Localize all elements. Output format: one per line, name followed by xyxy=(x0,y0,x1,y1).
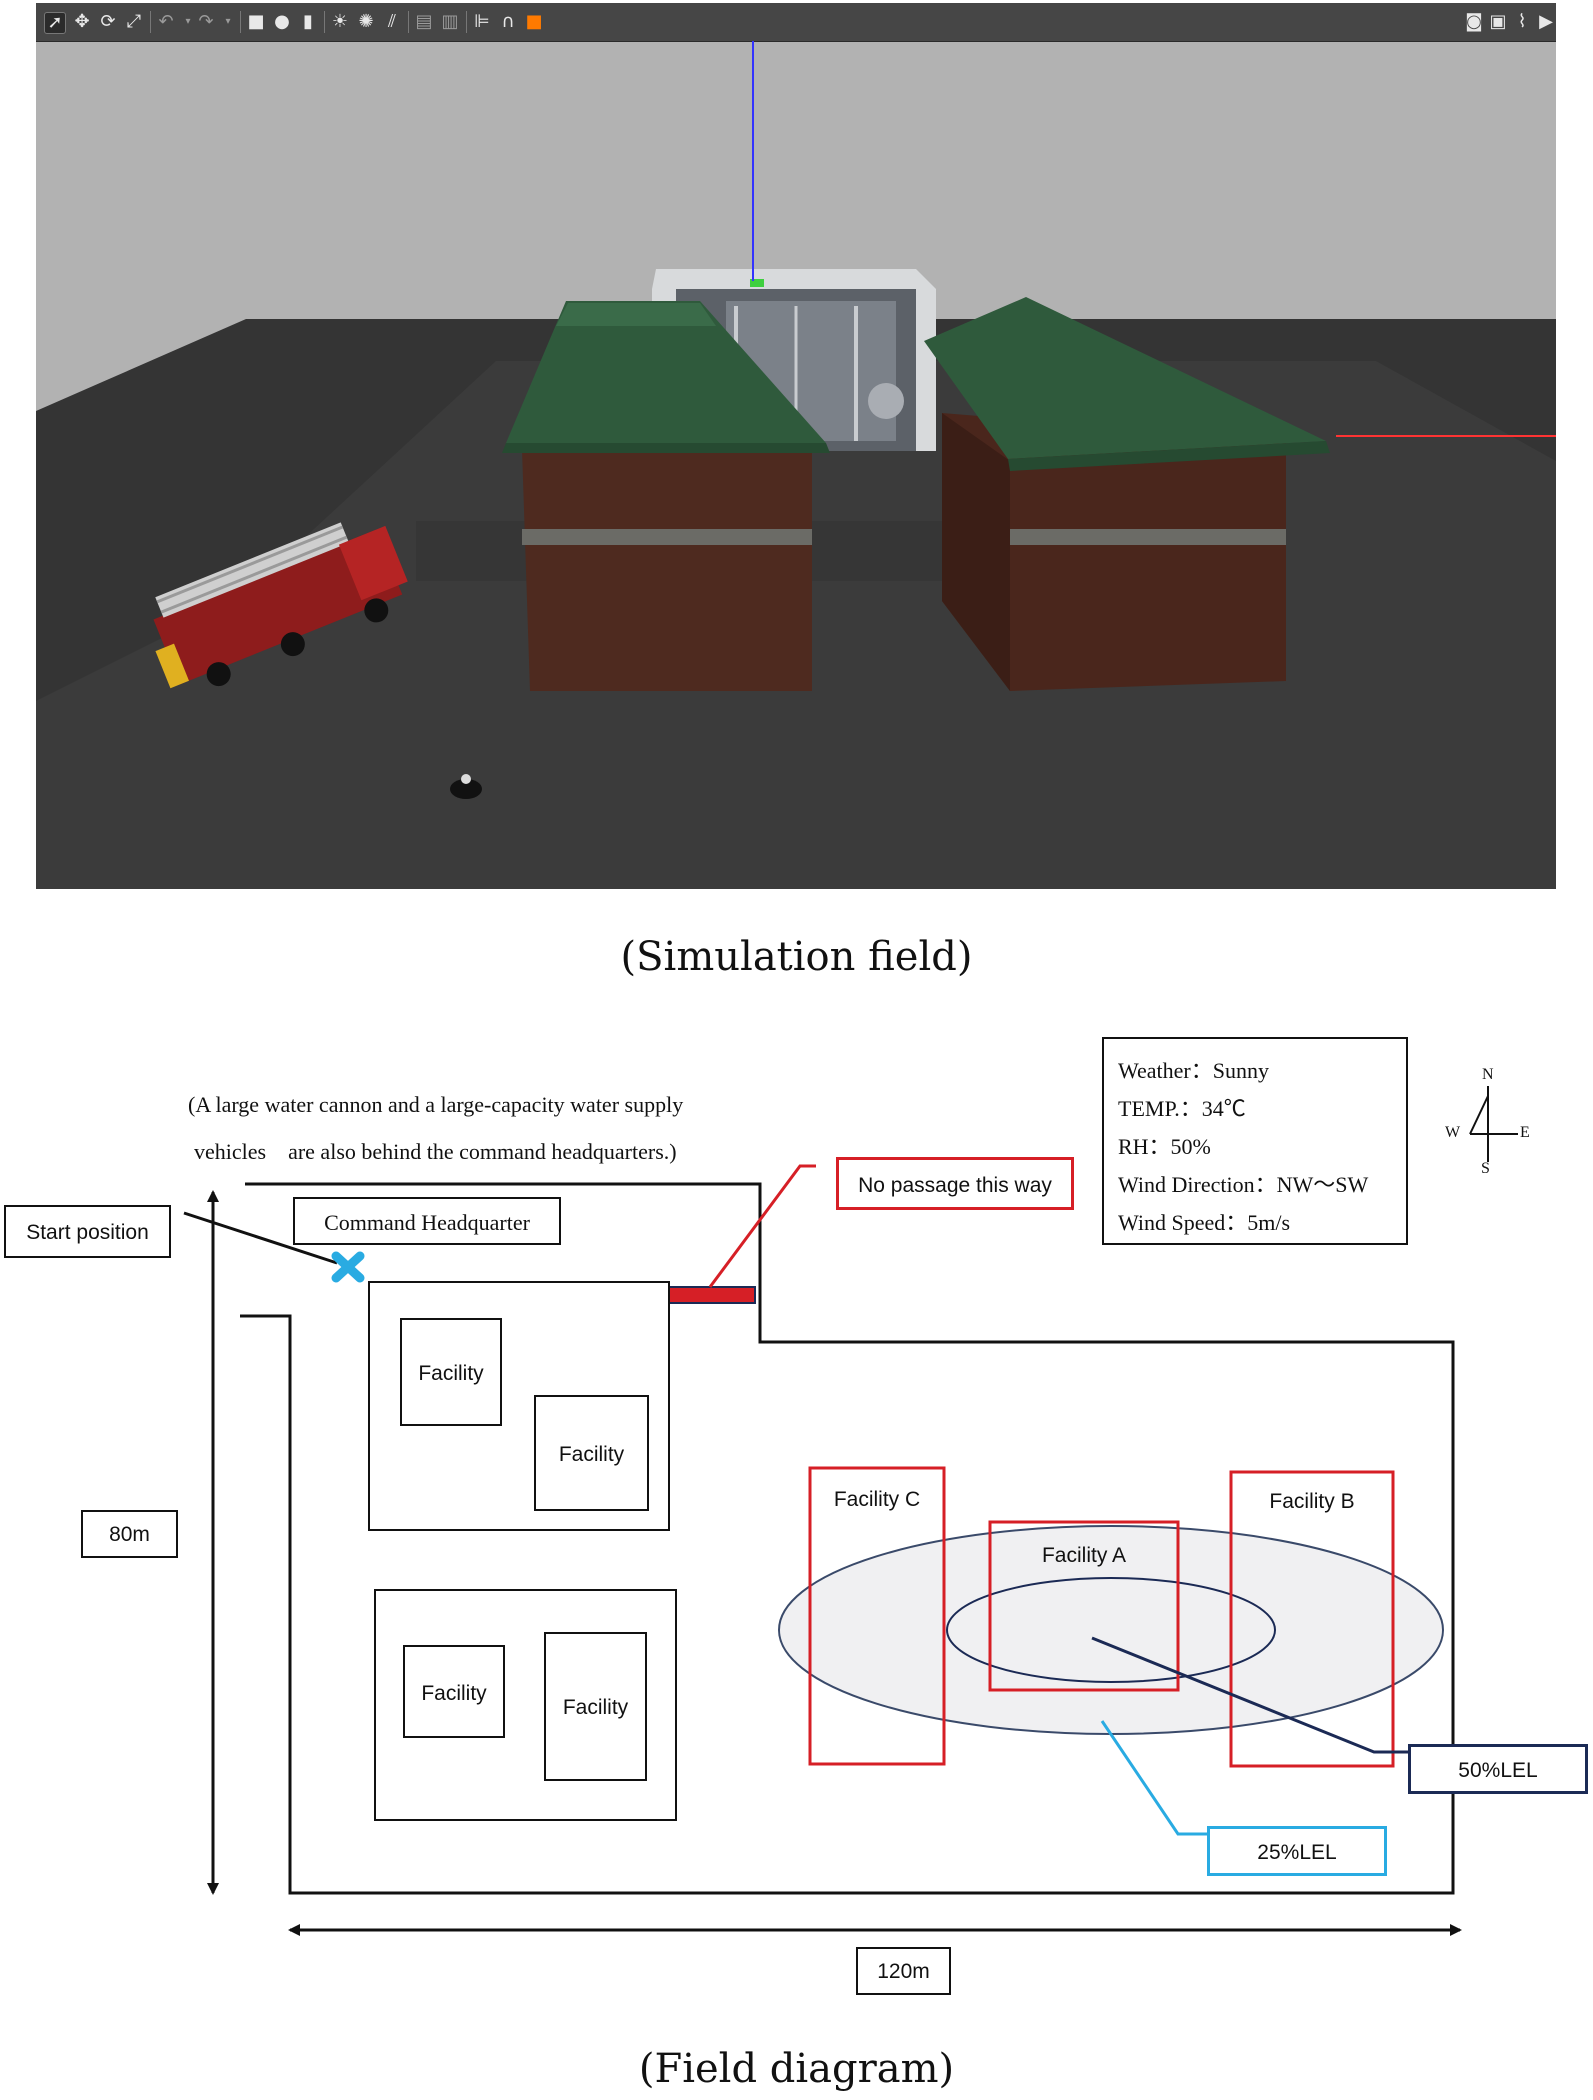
point-light-icon[interactable]: ☀ xyxy=(331,11,349,32)
facility-a-label: Facility A xyxy=(1041,1544,1127,1567)
facility-label: Facility xyxy=(558,1443,625,1466)
color-icon[interactable]: ■ xyxy=(525,11,543,32)
compass-icon xyxy=(1469,1086,1518,1162)
rotate-icon[interactable]: ⟳ xyxy=(100,11,116,32)
weather-line-4: Wind Direction：NW～SW xyxy=(1118,1172,1369,1197)
lel-50-zone xyxy=(946,1577,1276,1683)
lel-50-label: 50%LEL xyxy=(1458,1759,1538,1782)
width-label-box: 120m xyxy=(856,1947,951,1995)
lel-25-label: 25%LEL xyxy=(1257,1841,1337,1864)
undo-icon[interactable]: ↶ xyxy=(158,11,174,32)
cylinder-shape-icon[interactable]: ▮ xyxy=(303,11,313,32)
compass-s: S xyxy=(1481,1160,1490,1177)
facility-b-label: Facility B xyxy=(1269,1490,1355,1513)
lel-50-box: 50%LEL xyxy=(1408,1744,1588,1794)
screenshot-icon[interactable]: ◙ xyxy=(1465,11,1483,32)
start-leader xyxy=(183,1211,338,1265)
record-icon[interactable]: ▶ xyxy=(1539,11,1553,32)
note-line-2: vehicles are also behind the command hea… xyxy=(194,1139,677,1164)
no-passage-bar xyxy=(668,1286,756,1304)
log-icon[interactable]: ▣ xyxy=(1489,11,1507,32)
no-passage-leader xyxy=(708,1164,816,1288)
weather-line-3: RH：50% xyxy=(1118,1134,1211,1159)
facility-box-4: Facility xyxy=(544,1632,647,1781)
box-shape-icon[interactable]: ■ xyxy=(247,11,265,32)
weather-line-1: Weather：Sunny xyxy=(1118,1058,1269,1083)
facility-b-box xyxy=(1229,1470,1395,1768)
fire-truck xyxy=(153,522,408,689)
facility-c-label: Facility C xyxy=(833,1488,921,1511)
facility-label: Facility xyxy=(421,1682,487,1705)
right-building xyxy=(924,297,1330,691)
facility-label: Facility xyxy=(418,1362,484,1385)
command-hq-box: Command Headquarter xyxy=(293,1197,561,1245)
facility-box-1: Facility xyxy=(400,1318,502,1426)
redo-dropdown-icon[interactable]: ▾ xyxy=(225,16,231,27)
lel-25-box: 25%LEL xyxy=(1207,1826,1387,1876)
directional-light-icon[interactable]: ⫽ xyxy=(387,11,397,32)
start-position-box: Start position xyxy=(4,1205,171,1258)
height-label-box: 80m xyxy=(81,1510,178,1558)
start-position-label: Start position xyxy=(26,1221,149,1244)
weather-box: Weather：Sunny TEMP.：34℃ RH：50% Wind Dire… xyxy=(1102,1037,1408,1245)
site-boundary xyxy=(240,1182,1455,1895)
simulator-toolbar: ➚ ✥ ⟳ ⤢ ↶ ▾ ↷ ▾ ■ ● ▮ ☀ ✺ ⫽ ▤ ▥ ⊫ ∩ ■ ◙ … xyxy=(36,3,1556,42)
select-arrow-icon[interactable]: ➚ xyxy=(44,12,66,34)
copy-icon[interactable]: ▤ xyxy=(415,11,433,32)
robot xyxy=(450,774,482,799)
no-passage-label: No passage this way xyxy=(858,1174,1052,1197)
height-label: 80m xyxy=(109,1523,150,1546)
width-label: 120m xyxy=(877,1960,930,1983)
spot-light-icon[interactable]: ✺ xyxy=(358,11,374,32)
align-icon[interactable]: ⊫ xyxy=(474,11,490,32)
snap-icon[interactable]: ∩ xyxy=(501,11,515,32)
facility-a-box xyxy=(988,1520,1180,1692)
facility-c-box xyxy=(808,1466,946,1766)
compass-w: W xyxy=(1445,1124,1461,1141)
3d-scene xyxy=(36,41,1556,889)
facility-label: Facility xyxy=(562,1696,629,1719)
start-marker-icon xyxy=(331,1251,365,1283)
compass-n: N xyxy=(1482,1066,1494,1083)
no-passage-box: No passage this way xyxy=(836,1157,1074,1210)
simulation-viewport[interactable]: ➚ ✥ ⟳ ⤢ ↶ ▾ ↷ ▾ ■ ● ▮ ☀ ✺ ⫽ ▤ ▥ ⊫ ∩ ■ ◙ … xyxy=(36,3,1556,889)
facility-box-2: Facility xyxy=(534,1395,649,1511)
compass-e: E xyxy=(1520,1124,1530,1141)
undo-dropdown-icon[interactable]: ▾ xyxy=(185,16,191,27)
simulation-caption: (Simulation field) xyxy=(620,934,973,980)
note-line-1: (A large water cannon and a large-capaci… xyxy=(188,1092,684,1117)
weather-line-5: Wind Speed：5m/s xyxy=(1118,1210,1291,1235)
weather-line-2: TEMP.：34℃ xyxy=(1118,1096,1246,1121)
redo-icon[interactable]: ↷ xyxy=(198,11,214,32)
sphere-shape-icon[interactable]: ● xyxy=(274,11,290,32)
paste-icon[interactable]: ▥ xyxy=(441,11,459,32)
lel-25-leader xyxy=(1100,1720,1208,1836)
scale-icon[interactable]: ⤢ xyxy=(126,11,142,32)
diagram-caption: (Field diagram) xyxy=(638,2046,955,2092)
plot-icon[interactable]: ⌇ xyxy=(1517,11,1527,32)
command-hq-label: Command Headquarter xyxy=(324,1210,530,1235)
lel-50-leader xyxy=(1091,1636,1410,1754)
translate-icon[interactable]: ✥ xyxy=(74,11,90,32)
facility-box-3: Facility xyxy=(403,1645,505,1738)
left-building xyxy=(502,301,830,691)
